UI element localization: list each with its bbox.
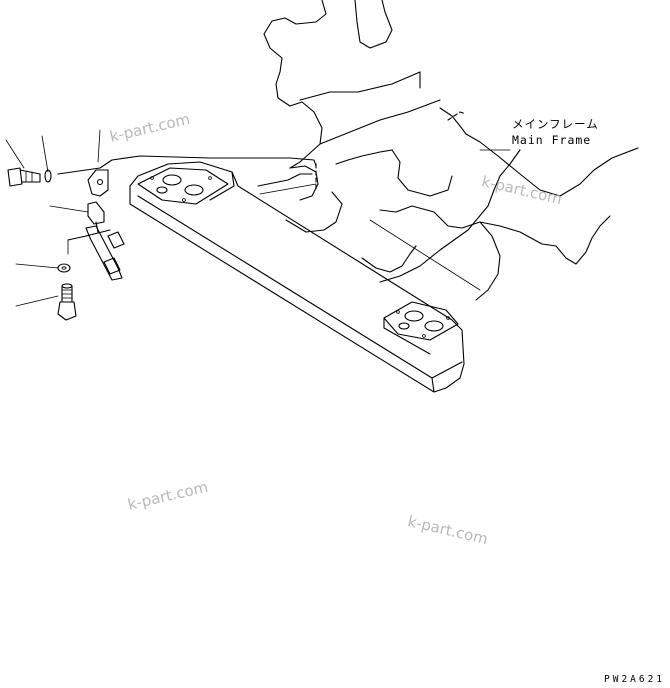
bolt-upper — [5, 139, 41, 187]
main-frame-label-en: Main Frame — [512, 133, 592, 147]
bolt-lower — [15, 283, 77, 321]
beam-body — [129, 161, 481, 393]
drawing-code: PW2A621 — [604, 674, 666, 685]
clip — [49, 201, 105, 233]
leader-lines — [57, 149, 511, 175]
main-frame-label-jp: メインフレーム — [512, 117, 599, 131]
washer-upper — [41, 135, 52, 183]
washer-lower — [15, 263, 71, 273]
mounting-plate — [67, 225, 125, 281]
main-frame-outline — [263, 0, 639, 301]
clamp-bracket — [87, 129, 109, 197]
